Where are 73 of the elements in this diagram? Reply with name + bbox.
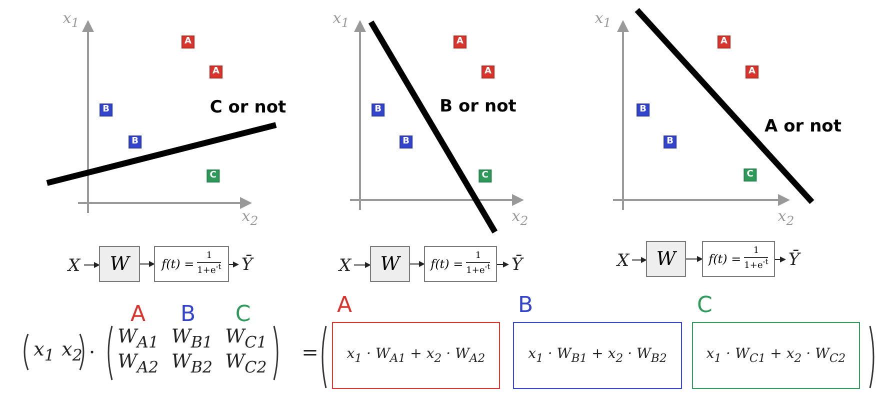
data-point-marker: A [482,66,494,78]
math-symbol: W$_{A1}$ [117,328,159,350]
data-point-marker: B [664,136,676,148]
fraction-numerator: 1 [206,252,212,262]
weight-box: W [646,241,686,277]
column-heading: A [130,304,146,326]
weight-box: W [99,246,140,282]
axis-label: x$_{1}$ [332,10,350,30]
math-symbol: x$_{2}$ [62,340,82,364]
math-operator: = [302,342,318,362]
arrow [84,262,100,268]
arrow [354,262,371,268]
data-point-marker: C [478,170,492,182]
data-point-marker: B [400,136,412,148]
activation-function-box [154,246,229,282]
math-symbol: W$_{C1}$ [225,328,267,350]
arrow [686,256,703,262]
axis-label: x$_{2}$ [242,208,258,228]
fraction-denominator: 1+e$^{-t}$ [197,262,222,276]
arrow [774,256,786,262]
formula-text: f(t) = [430,257,464,271]
arrow [228,262,239,268]
formula-text: x$_{1}$ · W$_{C1}$ + x$_{2}$ · W$_{C2}$ [706,346,846,365]
activation-function-box [702,241,775,277]
variable-symbol: X [64,254,84,278]
data-point-marker: B [636,104,650,116]
variable-symbol: X [336,254,354,278]
activation-function-box [424,246,497,282]
data-point-marker: A [182,36,194,48]
math-symbol: W$_{B1}$ [171,328,213,350]
arrow [496,262,509,268]
formula-text: f(t) = [708,252,742,266]
axis-label: x$_{1}$ [62,10,80,30]
column-heading: C [235,304,251,326]
data-point-marker: A [454,36,466,48]
axis-label: x$_{1}$ [594,10,612,30]
fraction-numerator: 1 [475,252,482,262]
variable-symbol: Ȳ [508,252,526,278]
math-symbol: W$_{A2}$ [117,352,159,376]
math-symbol: W$_{B2}$ [171,352,213,376]
math-symbol: x$_{1}$ [34,340,54,364]
data-point-marker: A [718,36,730,48]
fraction-denominator: 1+e$^{-t}$ [744,256,768,272]
fraction-numerator: 1 [753,246,760,256]
variable-symbol: X [614,249,632,273]
classifier-label: C or not [210,100,286,116]
column-heading: C [697,293,712,318]
data-point-marker: A [746,66,758,78]
data-point-marker: B [128,136,142,148]
formula-text: x$_{1}$ · W$_{B1}$ + x$_{2}$ · W$_{B2}$ [528,346,667,365]
arrow [410,261,425,267]
arrow [632,257,647,263]
column-heading: A [337,293,352,318]
axis-label: x$_{2}$ [778,208,794,228]
column-heading: B [518,293,534,318]
data-point-marker: B [372,104,384,116]
formula-text: f(t) = [162,257,194,271]
data-point-marker: A [210,66,222,78]
classifier-label: A or not [764,118,842,136]
data-point-marker: C [744,168,756,182]
math-operator: · [88,342,96,362]
axis-label: x$_{2}$ [512,208,528,228]
math-symbol: W$_{C2}$ [225,352,267,376]
weight-box: W [370,246,410,282]
fraction-denominator: 1+e$^{-t}$ [466,262,490,276]
arrow [140,261,155,267]
variable-symbol: Ȳ [785,247,803,273]
data-point-marker: C [206,170,220,182]
column-heading: B [180,304,196,326]
classifier-label: B or not [440,98,516,116]
data-point-marker: B [100,104,112,116]
formula-text: x$_{1}$ · W$_{A1}$ + x$_{2}$ · W$_{A2}$ [346,346,486,365]
variable-symbol: Ȳ [238,252,256,278]
